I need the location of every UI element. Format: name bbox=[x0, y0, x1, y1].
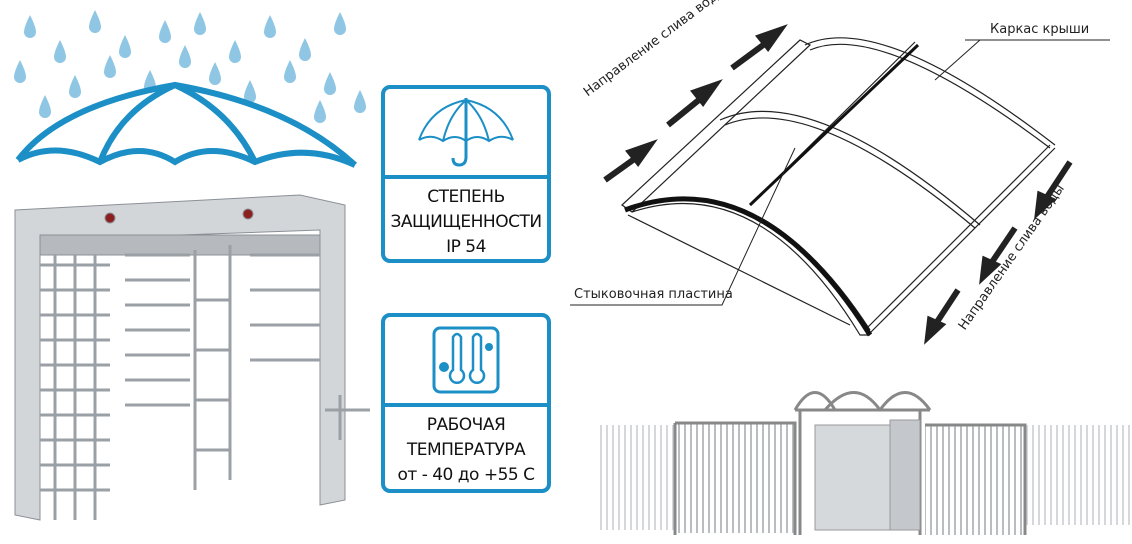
roof-frame-label: Каркас крыши bbox=[990, 22, 1090, 37]
fence-with-turnstile-photo bbox=[600, 391, 1132, 535]
protection-line-1: СТЕПЕНЬ bbox=[427, 187, 505, 207]
raindrop bbox=[324, 72, 336, 95]
raindrop bbox=[54, 40, 66, 63]
raindrop bbox=[14, 60, 26, 83]
water-flow-arrows bbox=[603, 24, 1073, 345]
raindrop bbox=[179, 45, 191, 68]
raindrop bbox=[89, 10, 101, 33]
protection-line-2: ЗАЩИЩЕННОСТИ bbox=[390, 212, 542, 232]
raindrop bbox=[314, 100, 326, 123]
roof-frame-diagram bbox=[570, 24, 1110, 345]
raindrop bbox=[354, 90, 366, 113]
umbrella-icon bbox=[418, 97, 514, 167]
raindrop bbox=[244, 80, 256, 103]
raindrop bbox=[104, 55, 116, 78]
temperature-card: РАБОЧАЯ ТЕМПЕРАТУРА от - 40 до +55 С bbox=[381, 313, 551, 493]
raindrop bbox=[39, 95, 51, 118]
rain-umbrella-turnstile-illustration bbox=[14, 10, 370, 521]
raindrop bbox=[159, 20, 171, 43]
raindrop bbox=[299, 38, 311, 61]
protection-rating-card: СТЕПЕНЬ ЗАЩИЩЕННОСТИ IP 54 bbox=[381, 85, 551, 263]
raindrops bbox=[14, 10, 366, 123]
raindrop bbox=[284, 60, 296, 83]
temperature-line-2: ТЕМПЕРАТУРА bbox=[406, 440, 526, 460]
protection-line-3: IP 54 bbox=[446, 237, 486, 257]
temperature-line-1: РАБОЧАЯ bbox=[426, 415, 506, 435]
raindrop bbox=[209, 62, 221, 85]
raindrop bbox=[119, 35, 131, 58]
thermometers-icon bbox=[432, 326, 500, 394]
raindrop bbox=[69, 75, 81, 98]
raindrop bbox=[194, 12, 206, 35]
turnstile bbox=[14, 194, 370, 521]
raindrop bbox=[229, 40, 241, 63]
raindrop bbox=[24, 15, 36, 38]
raindrop bbox=[264, 15, 276, 38]
temperature-line-3: от - 40 до +55 С bbox=[397, 465, 536, 485]
joint-plate-label: Стыковочная пластина bbox=[574, 287, 733, 302]
umbrella-canopy bbox=[15, 81, 358, 168]
raindrop bbox=[334, 12, 346, 35]
